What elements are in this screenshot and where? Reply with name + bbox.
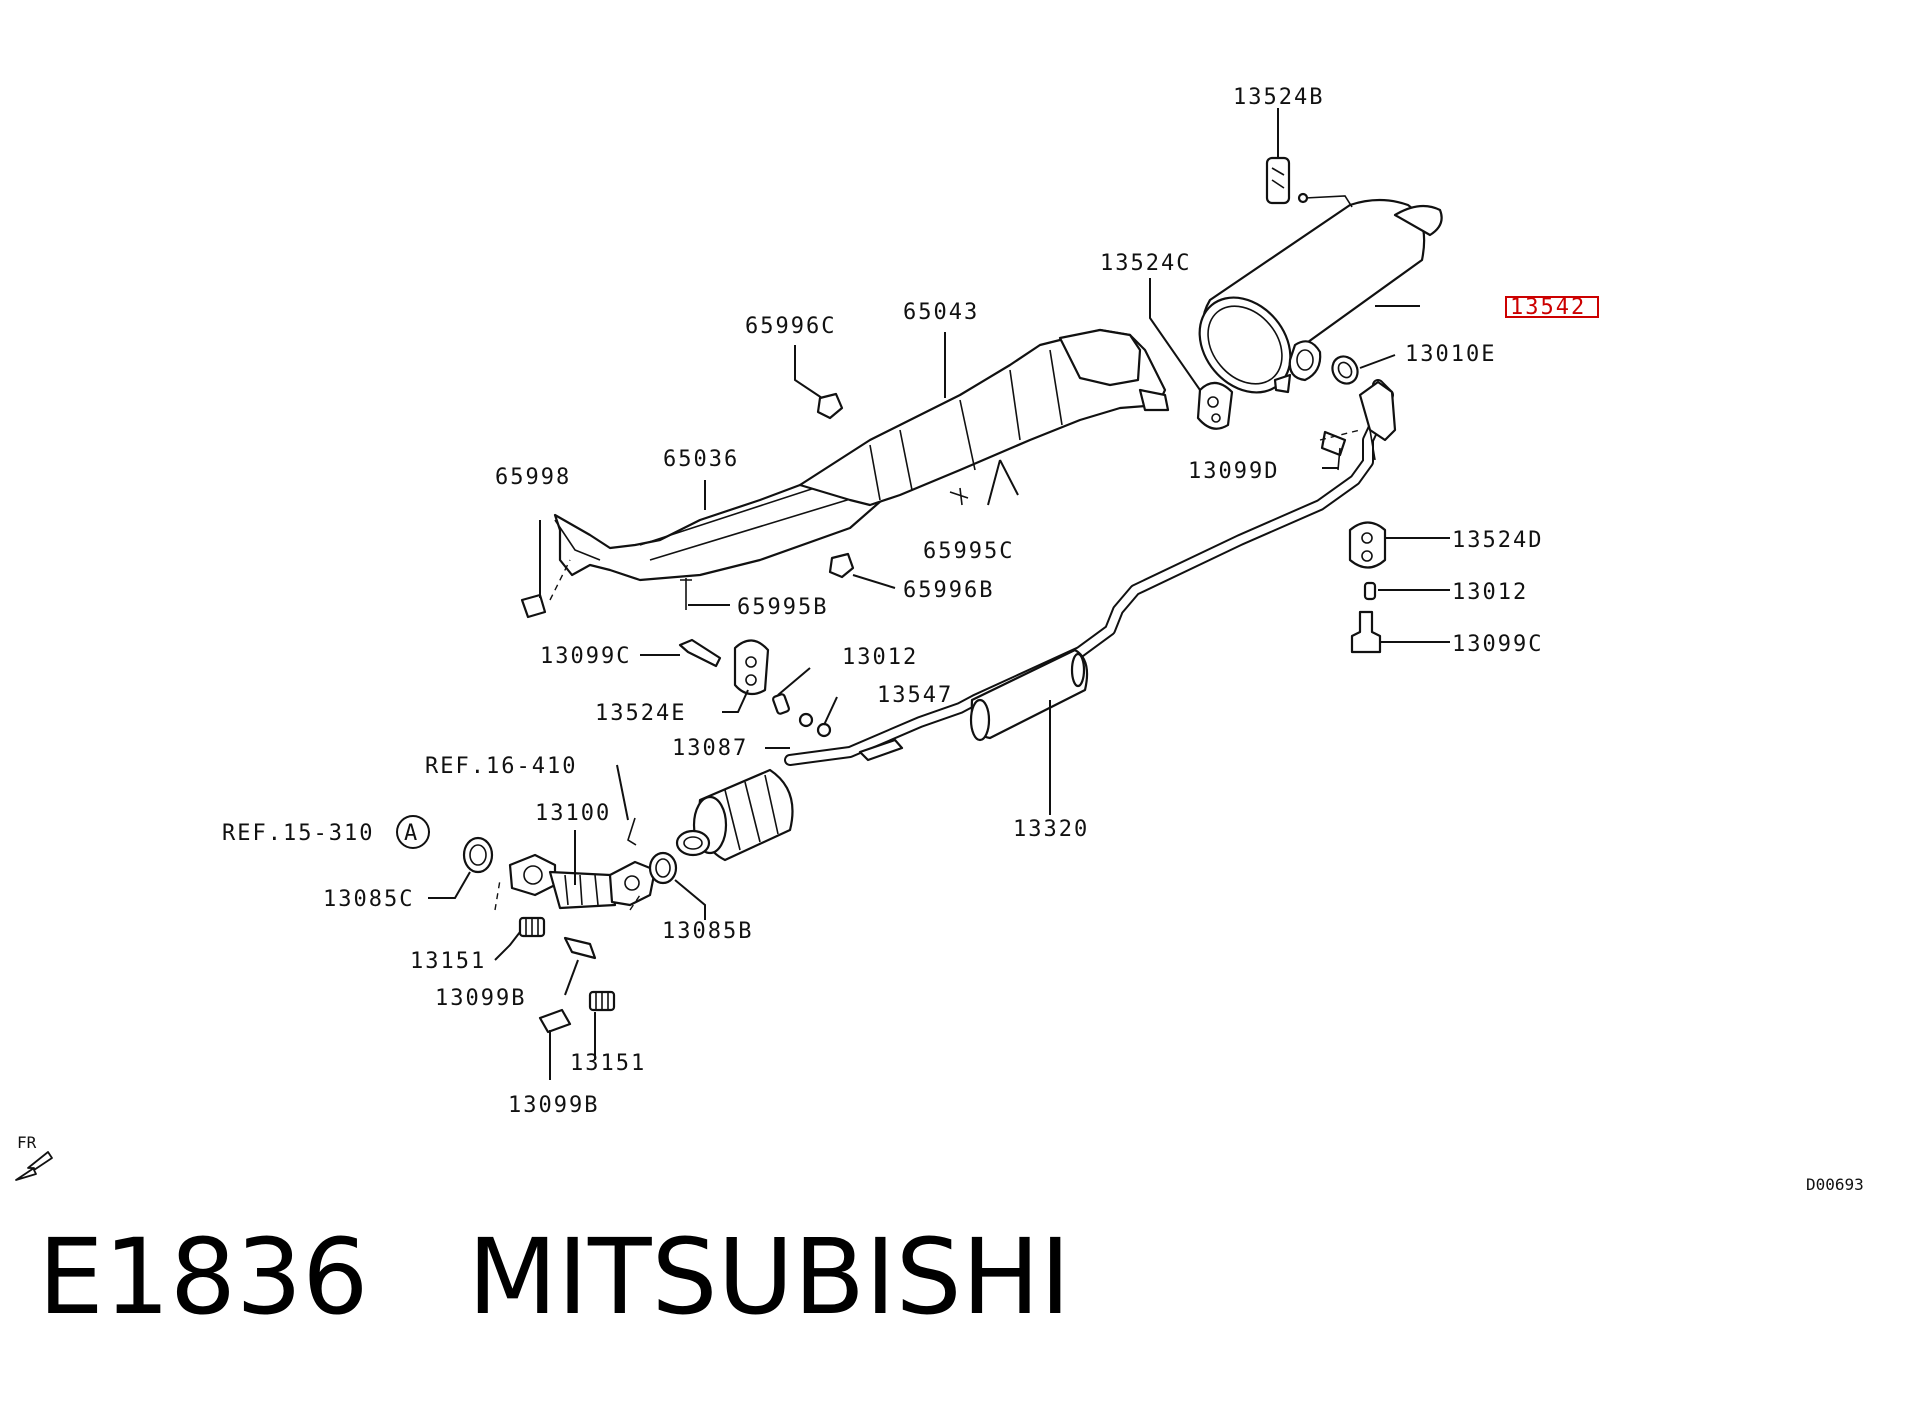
label-65995B: 65995B <box>737 595 828 620</box>
small-parts <box>462 156 1387 1034</box>
label-65036: 65036 <box>663 447 739 472</box>
main-exhaust-pipe <box>784 379 1397 766</box>
label-13085C: 13085C <box>323 887 414 912</box>
label-13085B: 13085B <box>662 919 753 944</box>
label-13151-b: 13151 <box>570 1051 646 1076</box>
front-direction-indicator: FR <box>15 1133 53 1181</box>
label-13320: 13320 <box>1013 817 1089 842</box>
part-labels: 13524B 13524C 13542 13010E 13099D 13524D… <box>222 85 1599 1118</box>
label-circle-a: A <box>404 821 419 846</box>
caption-part-code: E1836 <box>38 1216 369 1338</box>
label-13012-right: 13012 <box>1452 580 1528 605</box>
caption-brand: MITSUBISHI <box>467 1216 1071 1338</box>
label-13099C-right: 13099C <box>1452 632 1543 657</box>
label-65995C: 65995C <box>923 539 1014 564</box>
muffler <box>1198 192 1443 394</box>
label-65998: 65998 <box>495 465 571 490</box>
label-13099B-a: 13099B <box>435 986 526 1011</box>
caption: E1836 MITSUBISHI <box>38 1225 1071 1329</box>
label-13099B-b: 13099B <box>508 1093 599 1118</box>
label-ref-16-410: REF.16-410 <box>425 754 577 779</box>
label-13524D: 13524D <box>1452 528 1543 553</box>
front-arrow-icon <box>15 1151 53 1181</box>
reference-circle-a <box>396 815 430 849</box>
label-13524C: 13524C <box>1100 251 1191 276</box>
label-13547: 13547 <box>877 683 953 708</box>
label-65996B: 65996B <box>903 578 994 603</box>
highlight-box-13542 <box>1505 296 1599 318</box>
label-13099C-left: 13099C <box>540 644 631 669</box>
label-13524B: 13524B <box>1233 85 1324 110</box>
label-65043: 65043 <box>903 300 979 325</box>
label-fr: FR <box>17 1133 37 1152</box>
label-65996C: 65996C <box>745 314 836 339</box>
front-pipe <box>508 853 657 910</box>
label-13087: 13087 <box>672 736 748 761</box>
label-13010E: 13010E <box>1405 342 1496 367</box>
diagram-code: D00693 <box>1806 1175 1864 1194</box>
label-13542: 13542 <box>1510 295 1586 320</box>
label-13099D: 13099D <box>1188 459 1279 484</box>
leader-lines <box>410 108 1450 1080</box>
catalytic-converter <box>675 768 794 862</box>
heat-shield-center <box>798 328 1170 507</box>
label-13012-left: 13012 <box>842 645 918 670</box>
label-13151-a: 13151 <box>410 949 486 974</box>
label-13100: 13100 <box>535 801 611 826</box>
label-ref-15-310: REF.15-310 <box>222 821 374 846</box>
label-13524E: 13524E <box>595 701 686 726</box>
